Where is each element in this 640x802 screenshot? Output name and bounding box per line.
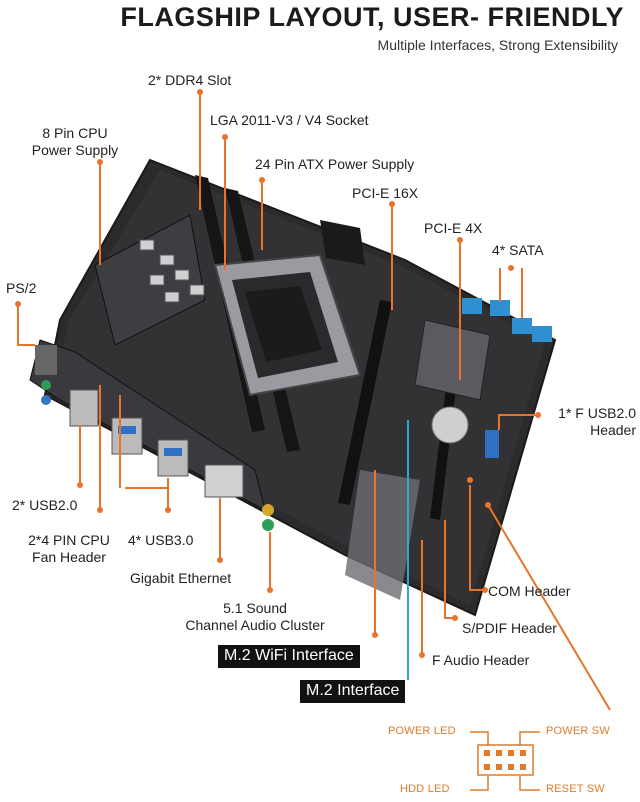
- m2-area: [345, 470, 420, 600]
- ps2-port: [35, 345, 57, 375]
- label-reset-sw: RESET SW: [546, 783, 605, 795]
- label-ethernet: Gigabit Ethernet: [130, 570, 232, 586]
- page-subtitle: Multiple Interfaces, Strong Extensibilit…: [377, 37, 618, 53]
- label-faudio: F Audio Header: [432, 652, 530, 668]
- label-power-sw: POWER SW: [546, 725, 610, 737]
- cmos-battery: [431, 406, 469, 444]
- pcie16-slot: [338, 300, 392, 505]
- sata-port: [490, 300, 510, 316]
- page-title: FLAGSHIP LAYOUT, USER- FRIENDLY: [120, 2, 624, 32]
- label-sata: 4* SATA: [492, 242, 544, 258]
- chipset-heatsink: [414, 319, 491, 401]
- label-m2wifi: M.2 WiFi Interface: [218, 645, 360, 668]
- usb3-port: [157, 439, 189, 477]
- sata-port: [532, 326, 552, 342]
- label-cpu-power: 8 Pin CPU Power Supply: [31, 125, 119, 158]
- panel-header: [477, 744, 534, 776]
- label-fusb: 1* F USB2.0 Header: [558, 405, 636, 438]
- label-usb3: 4* USB3.0: [128, 532, 194, 548]
- fusb-header: [485, 430, 499, 458]
- sata-port: [512, 318, 532, 334]
- label-pcie4: PCI-E 4X: [424, 220, 483, 236]
- label-spdif: S/PDIF Header: [462, 620, 557, 636]
- usb2-ports: [69, 389, 99, 427]
- label-com: COM Header: [488, 583, 571, 599]
- label-power-led: POWER LED: [388, 725, 456, 737]
- label-atx: 24 Pin ATX Power Supply: [255, 156, 415, 172]
- label-pcie16: PCI-E 16X: [352, 185, 419, 201]
- label-ddr4: 2* DDR4 Slot: [148, 72, 232, 88]
- label-ps2: PS/2: [6, 280, 37, 296]
- audio-jack: [262, 504, 274, 516]
- ethernet-port: [204, 464, 244, 498]
- label-audio: 5.1 Sound Channel Audio Cluster: [185, 600, 325, 633]
- usb3-port: [111, 417, 143, 455]
- label-socket: LGA 2011-V3 / V4 Socket: [210, 112, 369, 128]
- label-m2: M.2 Interface: [300, 680, 406, 703]
- label-usb2: 2* USB2.0: [12, 497, 78, 513]
- label-fan: 2*4 PIN CPU Fan Header: [28, 532, 110, 565]
- label-hdd-led: HDD LED: [400, 783, 450, 795]
- sata-port: [462, 298, 482, 314]
- atx-connector: [320, 220, 365, 265]
